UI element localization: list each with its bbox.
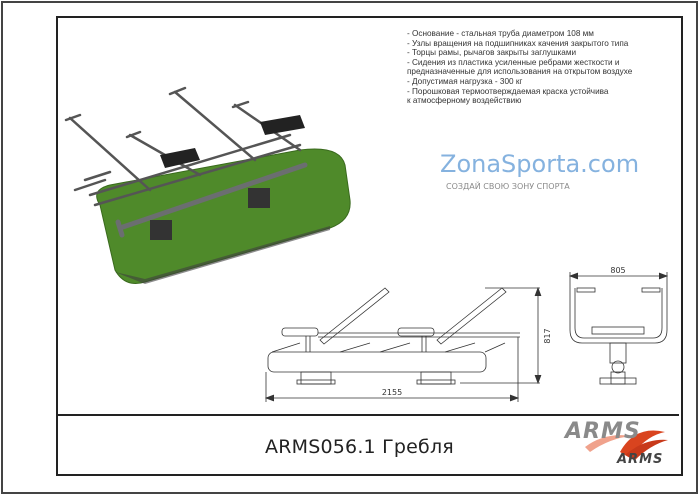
product-render xyxy=(64,86,351,284)
spec-item: - Узлы вращения на подшипниках качения з… xyxy=(407,38,629,48)
spec-item: - Основание - стальная труба диаметром 1… xyxy=(407,29,594,38)
width-dimension: 805 xyxy=(610,266,625,275)
grass-platform xyxy=(96,148,351,284)
watermark-slogan: СОЗДАЙ СВОЮ ЗОНУ СПОРТА xyxy=(446,182,570,191)
watermark-site: ZonaSporta.com xyxy=(440,150,640,178)
height-dimension: 817 xyxy=(543,328,552,343)
logo-watermark-text: ARMS xyxy=(565,419,641,444)
product-title: ARMS056.1 Гребля xyxy=(265,436,454,458)
title-block xyxy=(56,414,679,474)
spec-item: - Допустимая нагрузка - 300 кг xyxy=(407,76,523,86)
drawing-frame xyxy=(56,16,683,476)
spec-item: к атмосферному воздействию xyxy=(407,96,522,106)
side-view xyxy=(264,286,542,402)
spec-item: - Порошковая термоотверждаемая краска ус… xyxy=(407,86,609,96)
specs-list: - Основание - стальная труба диаметром 1… xyxy=(407,29,632,106)
logo-text: ARMS xyxy=(617,452,664,467)
spec-item: - Сидения из пластика усиленные ребрами … xyxy=(407,57,620,67)
front-view xyxy=(568,272,669,385)
spec-item: предназначенные для использования на отк… xyxy=(407,67,633,77)
spec-item: - Торцы рамы, рычагов закрыты заглушками xyxy=(407,48,577,58)
length-dimension: 2155 xyxy=(382,388,402,397)
arms-logo-icon xyxy=(585,430,668,460)
